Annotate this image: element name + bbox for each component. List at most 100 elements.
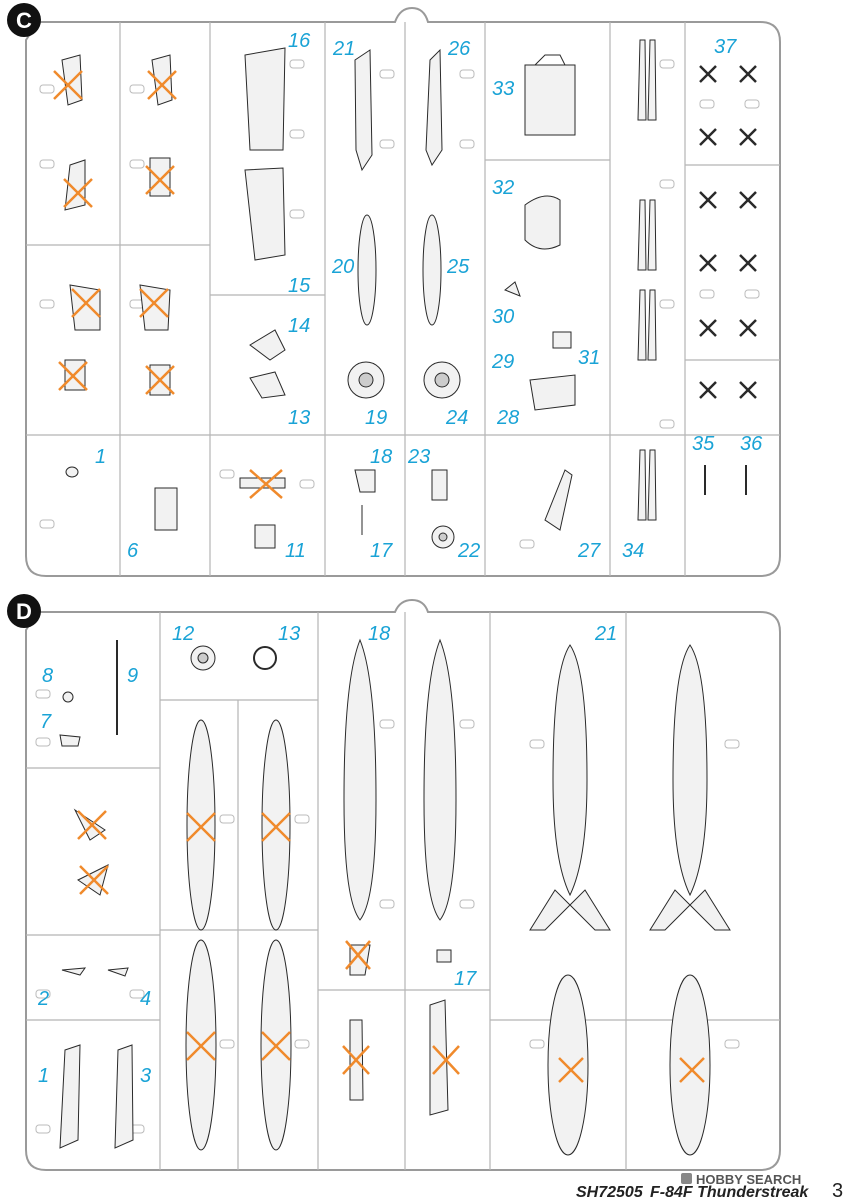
part-number: 9	[127, 665, 138, 687]
drop-tank	[261, 719, 291, 931]
unused-cross-icon	[145, 365, 175, 395]
part-number: 31	[578, 347, 600, 369]
part-1	[65, 466, 79, 478]
part-number: 18	[368, 623, 390, 645]
part-number: 28	[496, 407, 519, 429]
part-number: 23	[407, 446, 430, 468]
part-31	[552, 331, 572, 349]
part-21	[552, 644, 588, 897]
sprue-d-frame	[25, 598, 781, 1171]
page-number: 3	[832, 1180, 843, 1200]
part-number: 34	[622, 540, 644, 562]
part-number: 29	[491, 351, 514, 373]
part-19-hub	[358, 372, 374, 388]
part-32	[524, 195, 561, 250]
part-22-hub	[438, 532, 448, 542]
part-4	[107, 967, 129, 977]
part-number: 35	[692, 433, 715, 455]
part-number: 22	[457, 540, 480, 562]
unused-cross-icon	[261, 812, 291, 842]
unused-cross-icon	[71, 288, 101, 318]
sprue-d: D 1 2 3 4 7 8 9 12 13 17 18 21	[7, 594, 781, 1171]
sprue-d-runners	[26, 612, 780, 1170]
part-26	[425, 48, 443, 167]
part-number: 20	[331, 256, 354, 278]
part-13	[253, 646, 277, 670]
part-33	[524, 64, 576, 136]
part-number: 3	[140, 1065, 151, 1087]
part-2	[61, 967, 87, 976]
unused-cross-icon	[53, 70, 83, 100]
part-number: 21	[332, 38, 355, 60]
unused-cross-icon	[558, 1057, 584, 1083]
unused-cross-icon	[679, 1057, 705, 1083]
part-number: 1	[38, 1065, 49, 1087]
part-30	[504, 281, 521, 297]
part-number: 25	[446, 256, 470, 278]
part-number: 21	[594, 623, 617, 645]
unused-cross-icon	[345, 940, 371, 970]
part-28	[529, 374, 576, 411]
part-number: 16	[288, 30, 311, 52]
unused-cross-icon	[186, 812, 216, 842]
part-37-group	[699, 65, 757, 399]
watermark-text: HOBBY SEARCH	[696, 1172, 801, 1187]
part-8	[62, 691, 74, 703]
hobby-search-watermark: HOBBY SEARCH	[681, 1172, 801, 1187]
part-20	[357, 214, 377, 326]
part-number: 33	[492, 78, 514, 100]
part-16-panel	[244, 167, 286, 261]
part-number: 32	[492, 177, 514, 199]
unused-cross-icon	[145, 165, 175, 195]
part-number: 2	[37, 988, 49, 1010]
part-number: 18	[370, 446, 392, 468]
part-18	[423, 638, 457, 921]
unused-marks-c	[53, 70, 283, 499]
part-17	[436, 949, 452, 963]
sprue-c: C 1 6 11 13 14 15 16 17 18 19 20 21 22 2…	[7, 3, 781, 577]
unused-cross-icon	[147, 70, 177, 100]
part-number: 11	[285, 540, 306, 562]
part-number: 13	[278, 623, 300, 645]
sprue-d-part-numbers: 1 2 3 4 7 8 9 12 13 17 18 21	[37, 623, 617, 1087]
sprue-c-parts	[61, 39, 747, 549]
part-number: 15	[288, 275, 311, 297]
bomb	[669, 974, 711, 1156]
unused-cross-icon	[432, 1045, 460, 1075]
sprue-c-runners	[26, 22, 780, 576]
unused-marks-d	[77, 810, 705, 1083]
part-6	[154, 487, 178, 531]
part-1	[59, 1044, 81, 1149]
part-number: 26	[447, 38, 471, 60]
bomb	[547, 974, 589, 1156]
part-number: 14	[288, 315, 310, 337]
watermark-logo-icon	[681, 1173, 692, 1184]
sprue-d-gates	[35, 689, 740, 1134]
unused-cross-icon	[63, 178, 93, 208]
unused-cross-icon	[249, 469, 283, 499]
sprue-d-parts	[59, 638, 731, 1156]
part-13	[249, 371, 286, 399]
part-number: 8	[42, 665, 53, 687]
kit-model: F-84F Thunderstreak	[650, 1184, 809, 1200]
page-footer: SH72505 F-84F Thunderstreak 3	[576, 1180, 843, 1200]
part-3	[114, 1044, 134, 1149]
part-number: 7	[40, 711, 52, 733]
part-number: 13	[288, 407, 310, 429]
part-21	[672, 644, 708, 897]
part-7	[59, 734, 81, 747]
part-11	[254, 524, 276, 549]
sprue-d-badge	[7, 594, 41, 628]
part-number: 19	[365, 407, 387, 429]
part-number: 4	[140, 988, 151, 1010]
unused-cross-icon	[261, 1031, 291, 1061]
unused-cross-icon	[139, 288, 169, 318]
part-14	[249, 329, 286, 361]
part-18	[354, 469, 376, 493]
part-27	[544, 469, 573, 531]
part-24-hub	[434, 372, 450, 388]
unused-cross-icon	[58, 361, 88, 391]
unused-cross-icon	[342, 1045, 370, 1075]
part-number: 24	[445, 407, 468, 429]
